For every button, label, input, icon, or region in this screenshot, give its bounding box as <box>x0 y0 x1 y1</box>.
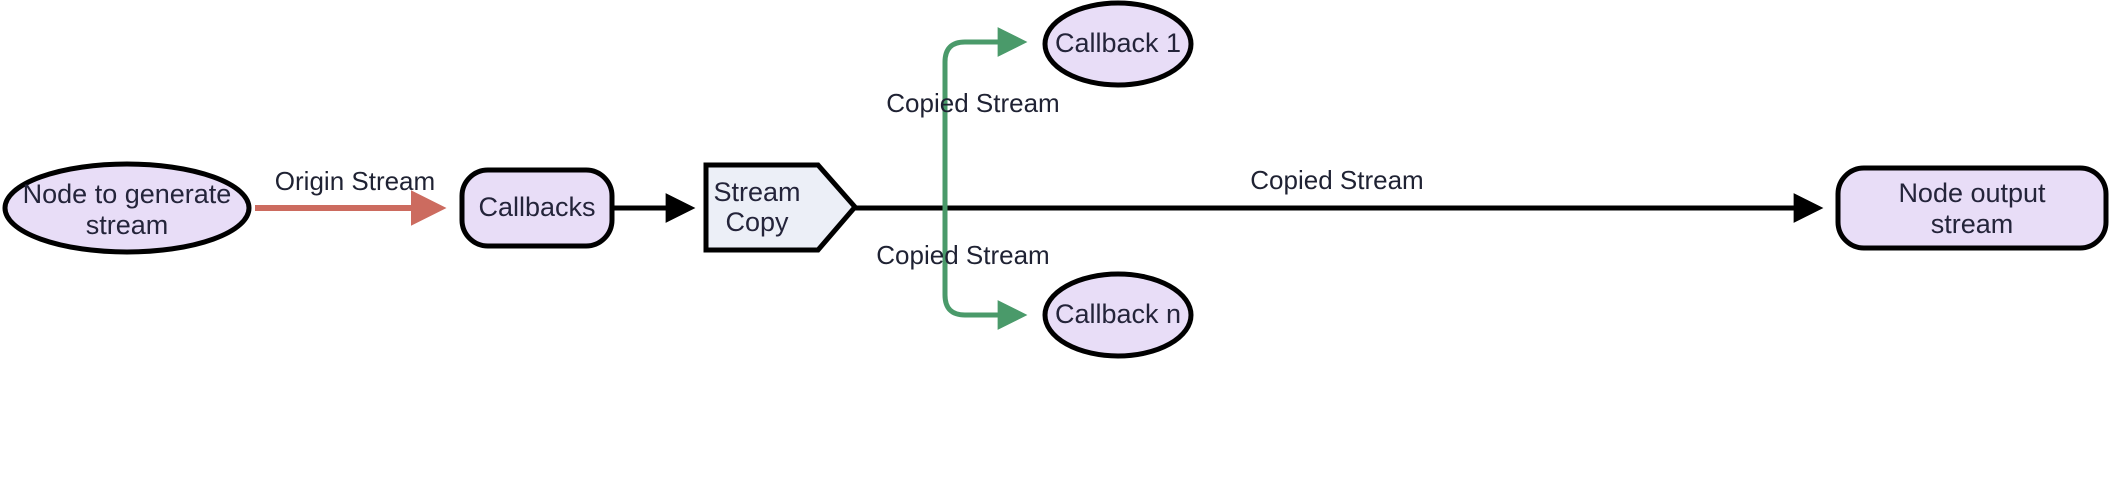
node-stream-copy[interactable]: Stream Copy <box>703 162 859 253</box>
edge-copied-stream-callback-n: Copied Stream <box>876 208 1050 330</box>
edge-copied-stream-output: Copied Stream <box>855 165 1824 223</box>
node-output-stream-shape[interactable] <box>1835 165 2109 251</box>
callbacks-label: Callbacks <box>478 192 595 222</box>
node-callback-n[interactable]: Callback n <box>1042 271 1194 359</box>
node-to-generate-stream-label-line1: Node to generate <box>23 179 232 209</box>
edge-label-copied-stream-callback-n: Copied Stream <box>876 240 1049 270</box>
callback-n-shape[interactable] <box>1042 271 1194 359</box>
edge-copied-stream-callback-1: Copied Stream <box>886 27 1060 208</box>
edge-label-origin-stream: Origin Stream <box>275 166 435 196</box>
callback-1-shape[interactable] <box>1042 0 1194 88</box>
stream-copy-label-line2: Copy <box>725 207 789 237</box>
edge-copied-stream-callback-1-line <box>942 27 1028 208</box>
node-to-generate-stream-shape[interactable] <box>2 161 252 255</box>
node-output-stream-label-line1: Node output <box>1898 178 2046 208</box>
stream-copy-shape[interactable] <box>703 162 859 253</box>
edge-label-copied-stream-callback-1: Copied Stream <box>886 88 1059 118</box>
edge-copied-stream-callback-n-line <box>942 208 1028 330</box>
callback-1-label: Callback 1 <box>1055 28 1181 58</box>
node-callback-1[interactable]: Callback 1 <box>1042 0 1194 88</box>
node-node-output-stream[interactable]: Node output stream <box>1835 165 2109 251</box>
node-node-to-generate-stream[interactable]: Node to generate stream <box>2 161 252 255</box>
node-output-stream-label-line2: stream <box>1931 209 2014 239</box>
edge-origin-stream: Origin Stream <box>255 166 447 226</box>
callbacks-shape[interactable] <box>459 167 615 249</box>
edge-label-copied-stream-output: Copied Stream <box>1250 165 1423 195</box>
callback-n-label: Callback n <box>1055 299 1181 329</box>
node-callbacks[interactable]: Callbacks <box>459 167 615 249</box>
stream-copy-label-line1: Stream <box>713 177 800 207</box>
node-to-generate-stream-label-line2: stream <box>86 210 169 240</box>
